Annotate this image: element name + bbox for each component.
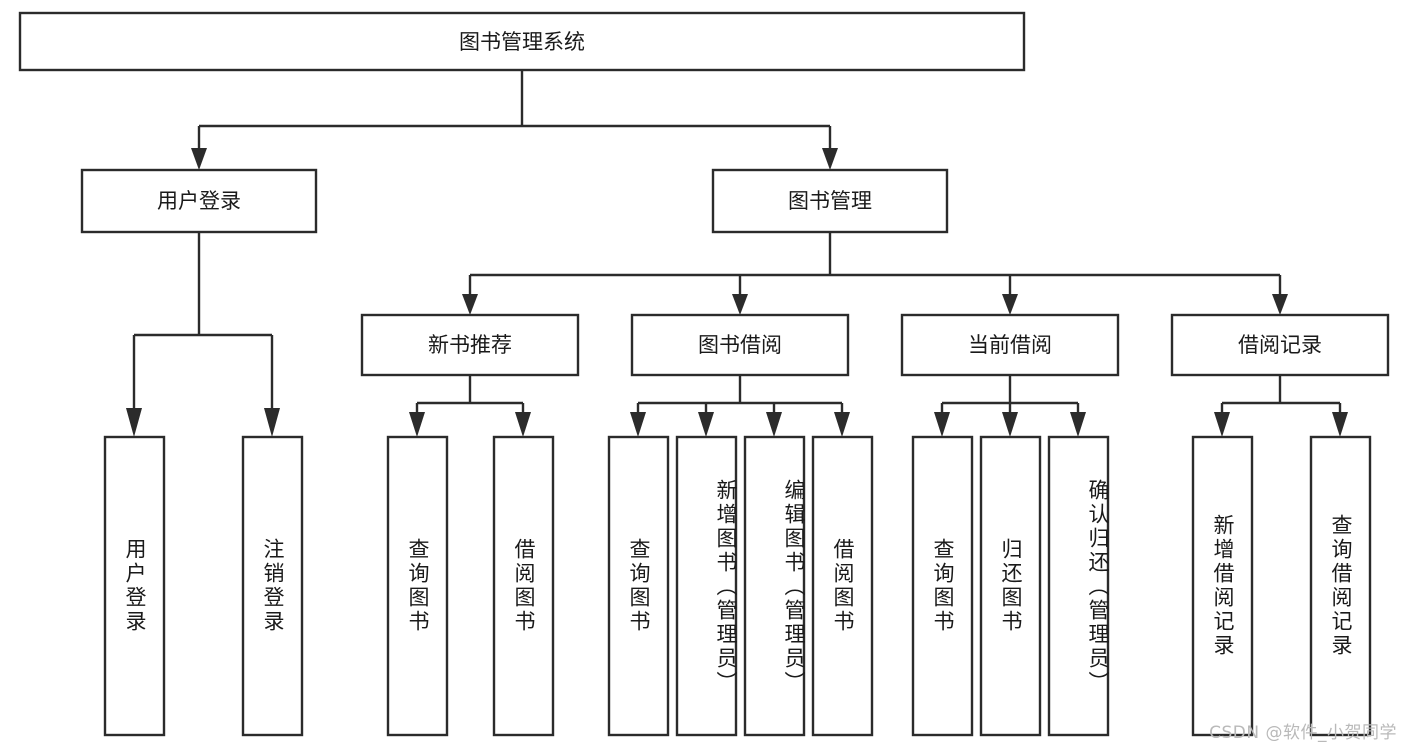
node-box-leaf-newbook-1[interactable] [386,435,449,737]
node-box-borrow-record[interactable] [1170,313,1390,377]
node-label-user-login: 用户登录 [157,189,241,213]
arrow-head-bb-leaf-3 [766,412,782,437]
arrow-head-book-manage [822,148,838,170]
node-label-root: 图书管理系统 [459,30,585,54]
arrow-head-bb-leaf-4 [834,412,850,437]
node-box-leaf-currentborrow-2[interactable] [979,435,1042,737]
node-box-root[interactable] [18,11,1026,72]
node-box-user-login[interactable] [80,168,318,234]
arrow-head-login-leaf-2 [264,408,280,437]
arrow-head-br-leaf-2 [1332,412,1348,437]
arrow-head-cb-leaf-1 [934,412,950,437]
arrow-head-cb-leaf-2 [1002,412,1018,437]
arrow-head-borrow-record [1272,294,1288,315]
node-box-leaf-bookborrow-1[interactable] [607,435,670,737]
node-box-leaf-bookborrow-4[interactable] [811,435,874,737]
node-box-leaf-user-login-2[interactable] [241,435,304,737]
node-box-current-borrow[interactable] [900,313,1120,377]
arrow-head-br-leaf-1 [1214,412,1230,437]
arrow-head-current-borrow [1002,294,1018,315]
node-box-leaf-currentborrow-3[interactable] [1047,435,1110,737]
arrow-head-book-borrow [732,294,748,315]
node-label-borrow-record: 借阅记录 [1238,333,1322,357]
arrow-head-newbook-leaf-1 [409,412,425,437]
arrow-head-login-leaf-1 [126,408,142,437]
node-label-new-book-recommend: 新书推荐 [428,333,512,357]
connectors-group [126,70,1348,437]
arrow-head-user-login [191,148,207,170]
node-box-leaf-currentborrow-1[interactable] [911,435,974,737]
node-box-new-book-recommend[interactable] [360,313,580,377]
node-label-current-borrow: 当前借阅 [968,333,1052,357]
node-box-book-borrow[interactable] [630,313,850,377]
arrow-head-newbook-leaf-2 [515,412,531,437]
node-box-leaf-bookborrow-3[interactable] [743,435,806,737]
node-box-leaf-borrowrecord-2[interactable] [1309,435,1372,737]
node-label-book-borrow: 图书借阅 [698,333,782,357]
watermark-text: CSDN @软件_小贺同学 [1209,723,1397,743]
node-label-book-manage: 图书管理 [788,189,872,213]
arrow-head-new-book [462,294,478,315]
node-box-leaf-bookborrow-2[interactable] [675,435,738,737]
node-box-book-manage[interactable] [711,168,949,234]
node-box-leaf-borrowrecord-1[interactable] [1191,435,1254,737]
arrow-head-bb-leaf-2 [698,412,714,437]
nodes-group: 图书管理系统 用户登录 图书管理 新书推荐 图书借阅 当前借阅 借阅记录 [18,11,1390,737]
node-box-leaf-user-login-1[interactable] [103,435,166,737]
arrow-head-cb-leaf-3 [1070,412,1086,437]
node-box-leaf-newbook-2[interactable] [492,435,555,737]
arrow-head-bb-leaf-1 [630,412,646,437]
